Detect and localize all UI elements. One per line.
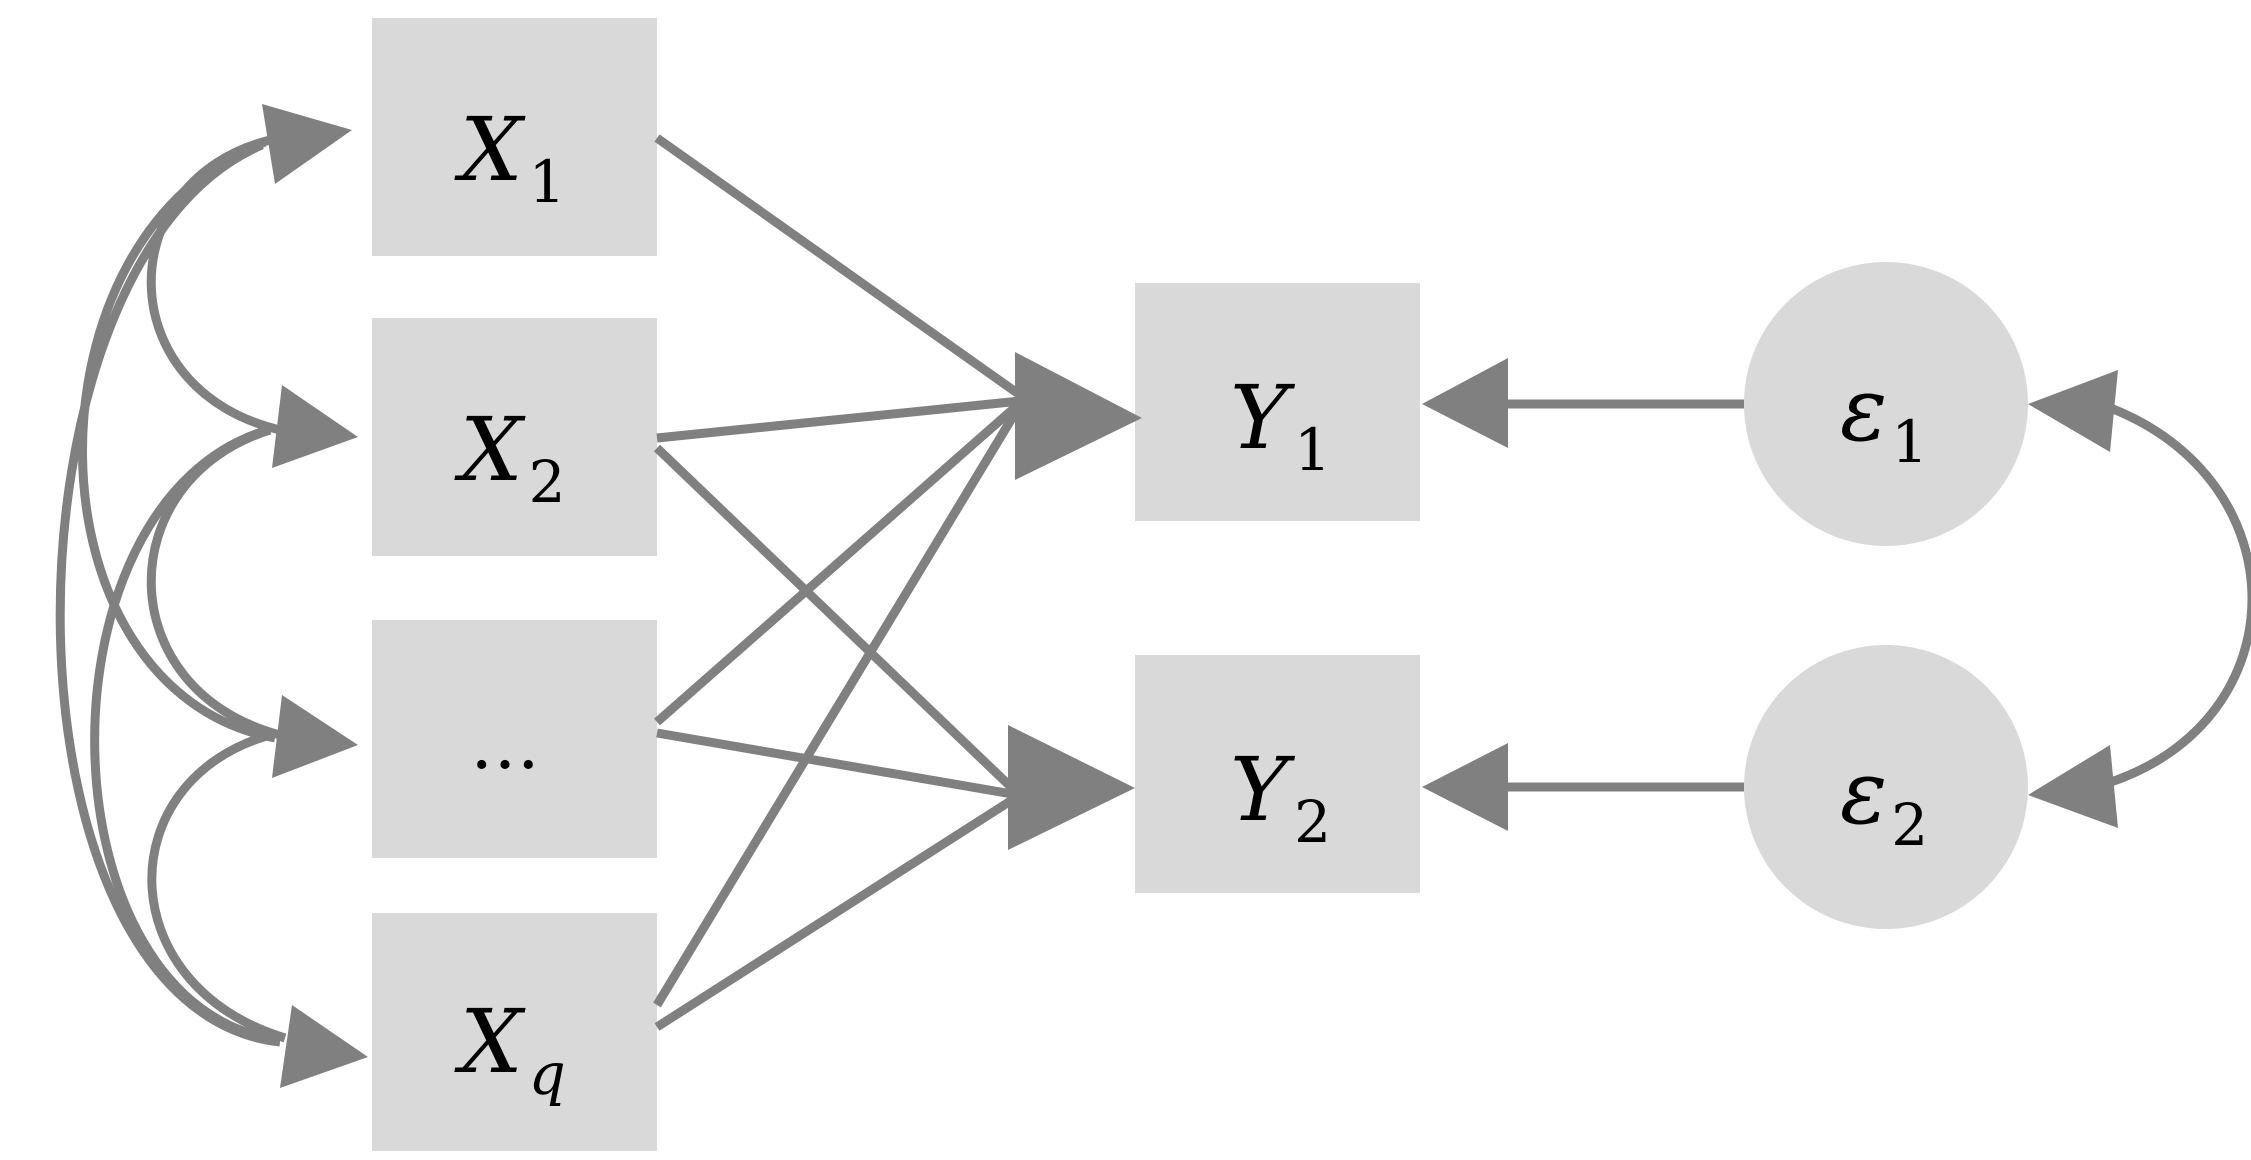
path-x1-y1: [654, 134, 1023, 399]
covariance-e1-e2: [2106, 402, 2251, 788]
arrowhead-cov-x2: [272, 385, 358, 468]
node-xdots: [372, 620, 657, 858]
path-xq-y1: [653, 402, 1024, 1008]
node-xq: [372, 913, 657, 1151]
label-e2: ε2: [1840, 741, 1928, 859]
node-y2: [1135, 655, 1420, 893]
path-x2-y2: [653, 444, 1016, 792]
node-x1: [372, 18, 657, 256]
node-e2: [1744, 645, 2028, 929]
arrowhead-cov-xdots: [272, 695, 358, 778]
path-xdots-y2: [656, 728, 1013, 799]
node-x2: [372, 318, 657, 556]
covariance-x1-x2: [146, 135, 282, 435]
node-y1: [1135, 283, 1420, 521]
node-e1: [1744, 262, 2028, 546]
covariance-xdots-xq: [147, 730, 287, 1043]
arrowhead-cov-e1: [2028, 370, 2118, 452]
arrowhead-y1-input: [1015, 352, 1142, 480]
path-xdots-y1: [654, 399, 1023, 726]
arrowhead-cov-x1: [262, 104, 352, 184]
path-xq-y2: [654, 796, 1015, 1031]
label-e1: ε1: [1840, 358, 1928, 476]
arrowhead-y2-input: [1008, 725, 1135, 850]
label-xdots: …: [470, 703, 540, 785]
arrowhead-cov-e2: [2028, 745, 2118, 828]
covariance-x1-xdots: [78, 137, 276, 743]
arrowhead-e1-y1: [1422, 358, 1508, 448]
covariance-x1-xq: [55, 140, 281, 1047]
arrowhead-cov-xq: [280, 1005, 368, 1088]
path-x2-y1: [656, 396, 1021, 443]
arrowhead-e2-y2: [1422, 743, 1508, 831]
